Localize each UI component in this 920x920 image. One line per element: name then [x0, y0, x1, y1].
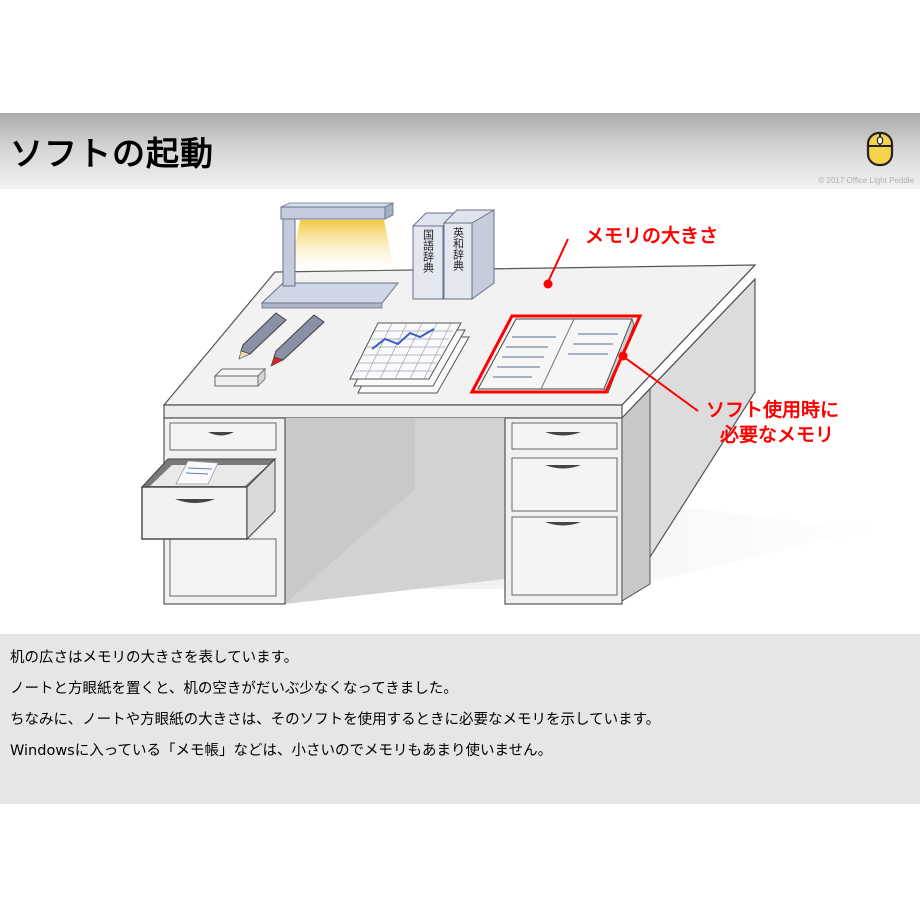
required-memory-label-line1: ソフト使用時に — [706, 399, 839, 421]
required-memory-annotation: ソフト使用時に 必要なメモリ — [618, 351, 839, 446]
desk-lamp — [260, 202, 400, 309]
memory-size-annotation: メモリの大きさ — [543, 224, 718, 289]
slide-header: ソフトの起動 © 2017 Office Light Peddle — [0, 113, 920, 189]
open-drawer — [140, 457, 277, 541]
pencils — [238, 312, 325, 367]
caption-panel: 机の広さはメモリの大きさを表しています。 ノートと方眼紙を置くと、机の空きがだい… — [0, 634, 920, 804]
caption-line-3: ちなみに、ノートや方眼紙の大きさは、そのソフトを使用するときに必要なメモリを示し… — [10, 712, 661, 728]
dictionaries: 国語辞典 英和辞典 — [411, 209, 496, 301]
dictionary-spine-english: 英和辞典 — [452, 226, 465, 272]
mouse-icon — [866, 131, 894, 167]
copyright-text: © 2017 Office Light Peddle — [818, 176, 914, 185]
open-notebook — [469, 314, 643, 394]
caption-line-2: ノートと方眼紙を置くと、机の空きがだいぶ少なくなってきました。 — [10, 681, 458, 697]
memory-size-label: メモリの大きさ — [585, 224, 718, 247]
required-memory-label-line2: 必要なメモリ — [719, 423, 834, 446]
desk-illustration: 国語辞典 英和辞典 — [140, 202, 880, 605]
dictionary-spine-japanese: 国語辞典 — [422, 229, 435, 274]
eraser — [213, 368, 267, 387]
graph-paper-stack — [349, 322, 470, 394]
caption-line-1: 机の広さはメモリの大きさを表しています。 — [10, 650, 299, 666]
slide-title: ソフトの起動 — [10, 134, 214, 173]
caption-line-4: Windowsに入っている「メモ帳」などは、小さいのでメモリもあまり使いません。 — [10, 743, 553, 759]
